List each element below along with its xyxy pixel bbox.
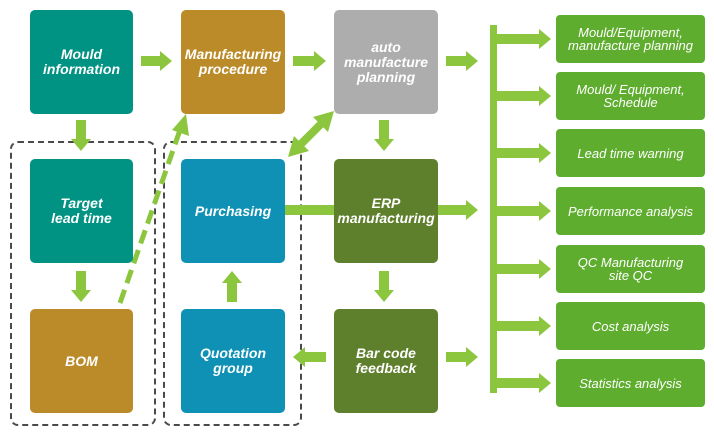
arrow-bom-to-procedure-dashed — [117, 129, 183, 304]
group-purchasing-quotation — [163, 141, 302, 426]
arrow-bus-to-output-1 — [490, 29, 551, 49]
arrow-planning-to-outputs — [446, 51, 478, 71]
arrow-purchasing-planning-bidirectional — [297, 120, 325, 148]
output-statistics-analysis: Statistics analysis — [556, 359, 705, 407]
arrow-quotation-to-purchasing — [222, 271, 242, 302]
output-mould-equipment-planning: Mould/Equipment, manufacture planning — [556, 15, 705, 63]
arrow-bus-to-output-4 — [490, 201, 551, 221]
arrow-bus-to-output-5 — [490, 259, 551, 279]
arrow-bus-to-output-7 — [490, 373, 551, 393]
node-manufacturing-procedure: Manufacturing procedure — [181, 10, 285, 114]
node-purchasing: Purchasing — [181, 159, 285, 263]
arrow-mould-to-procedure — [141, 51, 172, 71]
arrow-barcode-to-quotation — [293, 347, 326, 367]
arrow-mould-to-lead-time — [71, 120, 91, 151]
arrow-bus-to-output-3 — [490, 143, 551, 163]
node-bom: BOM — [30, 309, 133, 413]
arrowhead-bom-to-procedure — [172, 114, 189, 136]
arrowhead-to-purchasing — [288, 136, 309, 157]
arrow-planning-to-erp — [374, 120, 394, 151]
arrow-barcode-to-outputs — [446, 347, 478, 367]
arrow-erp-to-barcode — [374, 271, 394, 302]
node-bar-code-feedback: Bar code feedback — [334, 309, 438, 413]
node-mould-information: Mould information — [30, 10, 133, 114]
arrow-bus-to-output-2 — [490, 86, 551, 106]
arrow-lead-time-to-bom — [71, 271, 91, 302]
output-mould-equipment-schedule: Mould/ Equipment, Schedule — [556, 72, 705, 120]
arrow-bus-to-output-6 — [490, 316, 551, 336]
node-target-lead-time: Target lead time — [30, 159, 133, 263]
node-erp-manufacturing: ERP manufacturing — [334, 159, 438, 263]
output-performance-analysis: Performance analysis — [556, 187, 705, 235]
output-cost-analysis: Cost analysis — [556, 302, 705, 350]
arrowhead-to-planning — [313, 111, 334, 132]
output-qc-manufacturing-site-qc: QC Manufacturing site QC — [556, 245, 705, 293]
arrow-procedure-to-planning — [293, 51, 326, 71]
arrow-erp-to-outputs — [446, 200, 478, 220]
node-auto-manufacture-planning: auto manufacture planning — [334, 10, 438, 114]
output-lead-time-warning: Lead time warning — [556, 129, 705, 177]
node-quotation-group: Quotation group — [181, 309, 285, 413]
